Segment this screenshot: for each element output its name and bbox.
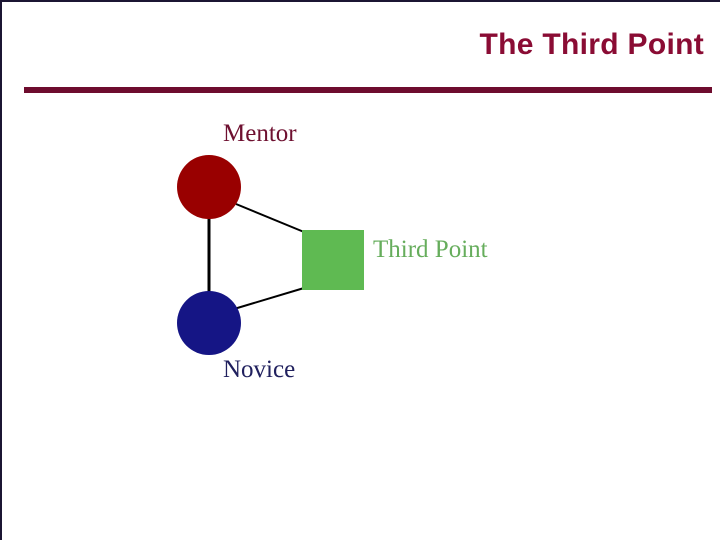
diagram-graphics bbox=[177, 155, 364, 355]
node-novice-circle[interactable] bbox=[177, 291, 241, 355]
node-label-third-point: Third Point bbox=[373, 236, 488, 263]
third-point-diagram: Mentor Novice Third Point bbox=[2, 97, 720, 427]
title-divider bbox=[24, 87, 712, 93]
edge-novice-third-point bbox=[233, 287, 305, 310]
page-title: The Third Point bbox=[479, 28, 704, 61]
node-mentor-circle[interactable] bbox=[177, 155, 241, 219]
node-third-point-square[interactable] bbox=[302, 230, 364, 290]
node-label-novice: Novice bbox=[223, 356, 296, 383]
node-label-mentor: Mentor bbox=[223, 120, 297, 147]
edge-mentor-third-point bbox=[235, 203, 305, 233]
